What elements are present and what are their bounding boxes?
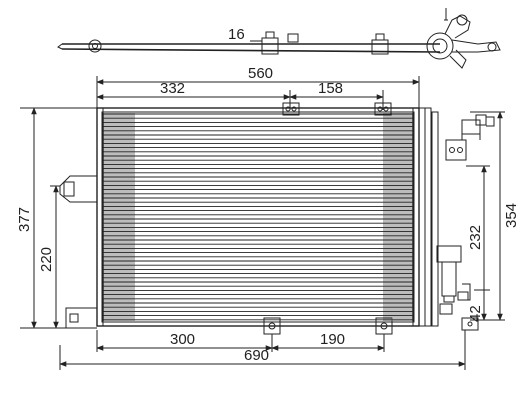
dim-right-offset: 158 [318, 80, 343, 97]
core-tubes [103, 113, 413, 321]
dim-overall-height: 377 [16, 207, 33, 232]
dim-pipe-diameter: 16 [228, 26, 245, 43]
dim-left-bracket-height: 220 [38, 247, 55, 272]
condenser-core [96, 107, 420, 327]
dim-bracket-left: 300 [170, 331, 195, 348]
fin-zone-right [383, 113, 413, 321]
receiver-dryer [418, 107, 495, 331]
dim-overall-width: 690 [244, 347, 269, 364]
fin-zone-left [103, 113, 135, 321]
dim-right-height: 354 [503, 203, 520, 228]
dim-core-width: 560 [248, 65, 273, 82]
dim-bottom-offset: 42 [467, 305, 484, 322]
dim-left-offset: 332 [160, 80, 185, 97]
top-dimensions [96, 76, 420, 110]
dim-bracket-right: 190 [320, 331, 345, 348]
right-dimensions [466, 111, 505, 321]
left-dimensions [20, 107, 97, 329]
dim-dryer-height: 232 [467, 225, 484, 250]
bottom-dimensions [59, 330, 466, 370]
inlet-pipe-assembly [57, 8, 501, 69]
top-brackets [282, 102, 392, 116]
left-mounting-bracket [59, 175, 97, 329]
dimension-labels: 16 560 332 158 300 190 690 377 220 354 2… [16, 26, 520, 364]
